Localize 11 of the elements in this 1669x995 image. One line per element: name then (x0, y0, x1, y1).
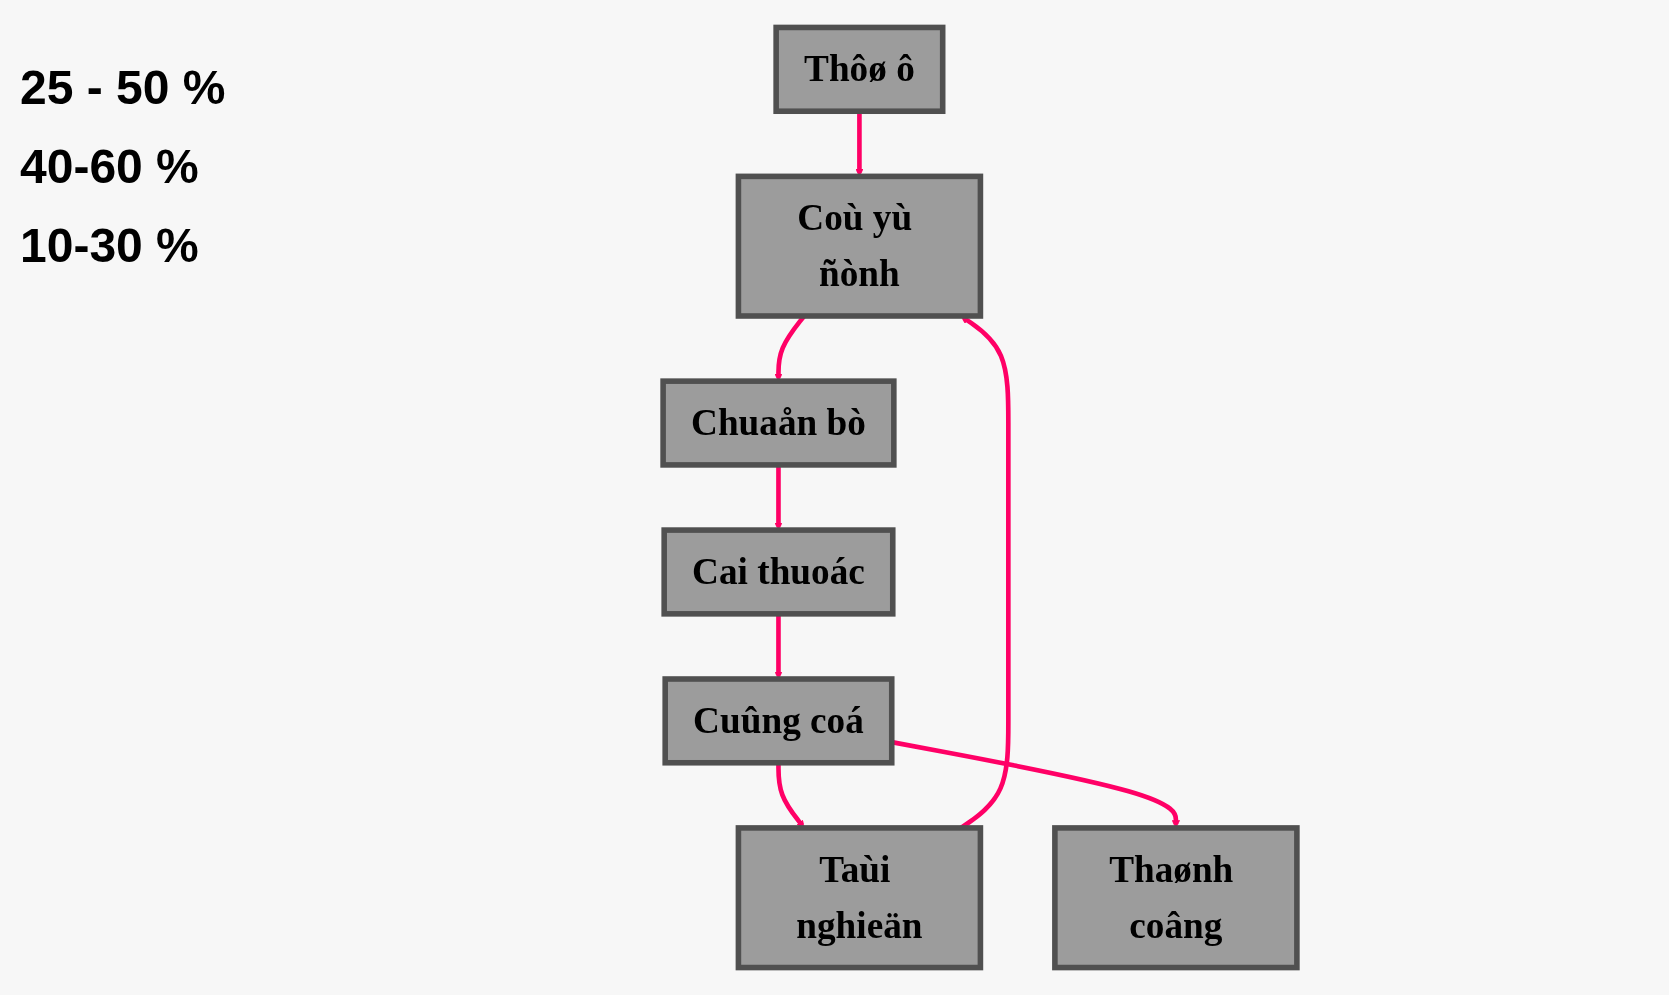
node-box: Chuaån bò (659, 378, 897, 468)
node-box: Thôø ô (772, 24, 945, 114)
node-box: Cai thuoác (660, 527, 896, 617)
percentage-label: 25 - 50 % (20, 60, 227, 115)
node-box: Coù yù ñònh (735, 173, 983, 319)
percentage-label: 40-60 % (20, 139, 200, 194)
node-box: Thaønh coâng (1051, 825, 1300, 971)
percentage-label: 10-30 % (20, 218, 200, 273)
node-box: Cuûng coá (661, 676, 895, 766)
arrow (854, 111, 863, 177)
node-box: Taùi nghieän (735, 825, 983, 971)
